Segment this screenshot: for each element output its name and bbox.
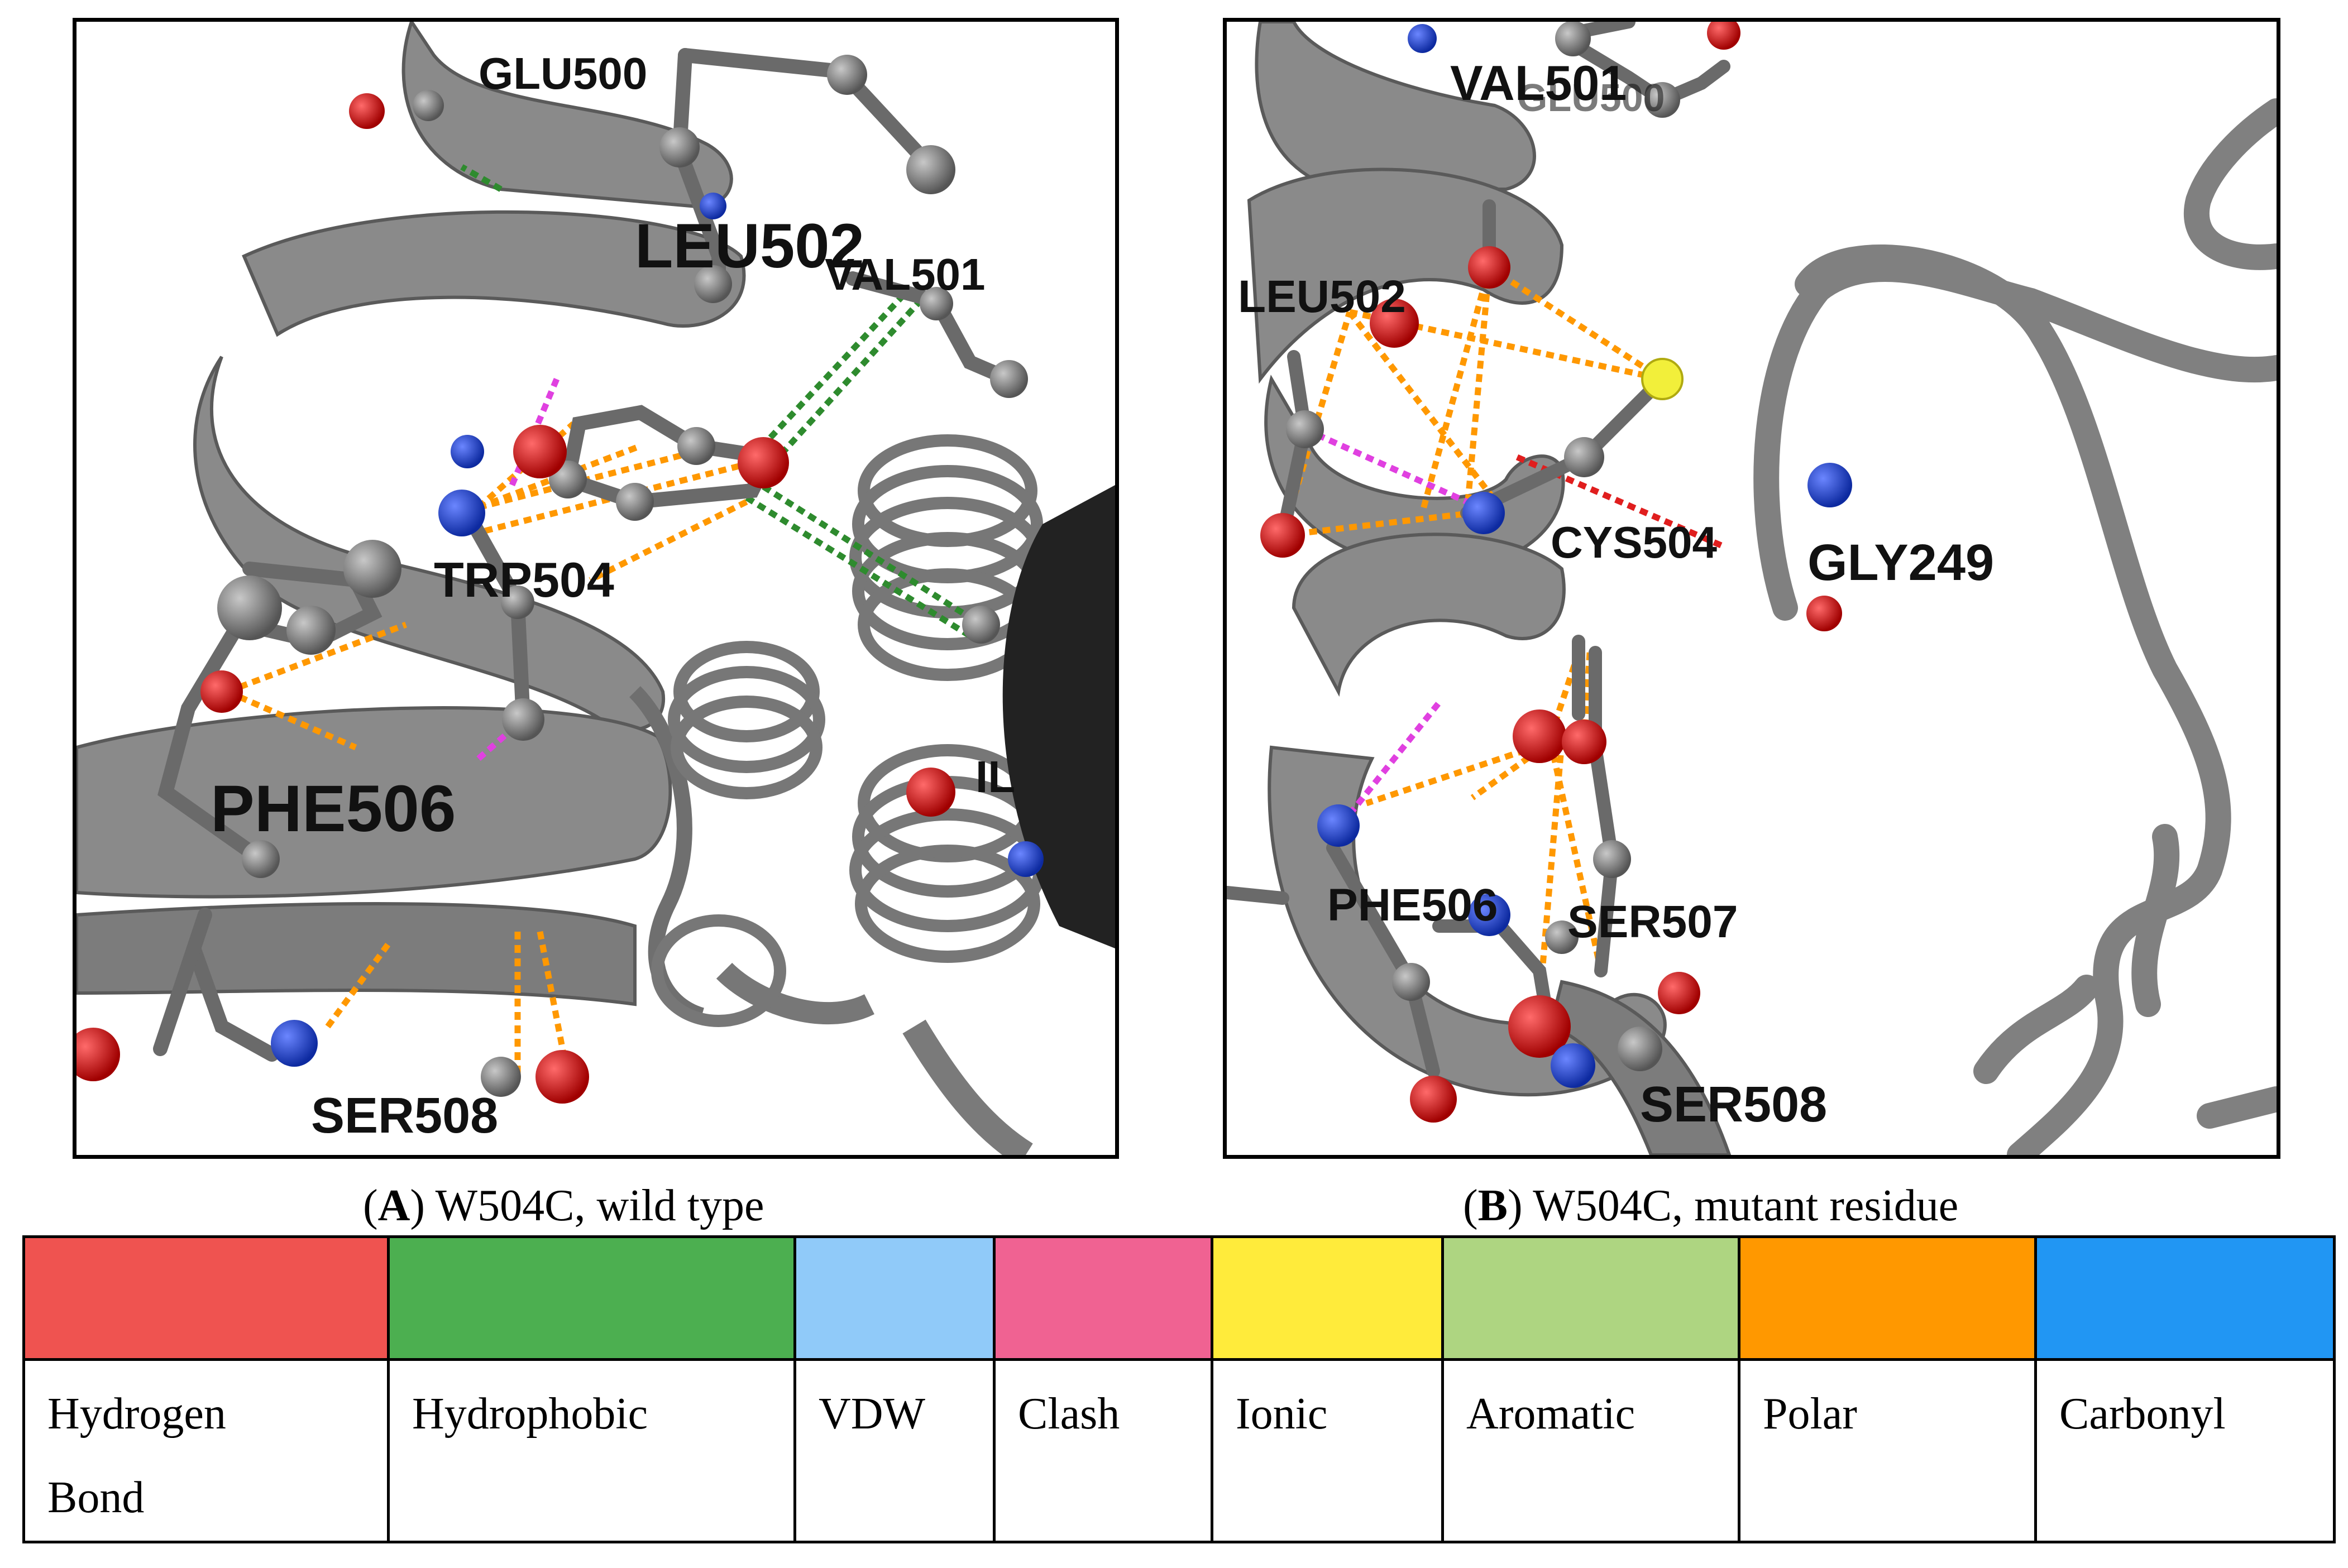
caption-text: W504C, mutant residue	[1533, 1181, 1959, 1230]
caption-letter: B	[1477, 1181, 1508, 1230]
residue-label: TRP504	[434, 552, 614, 607]
helix-coils	[651, 434, 1046, 1027]
protein-ribbon	[1247, 22, 1732, 1155]
residue-labels: GLU500 LEU502 VAL501 TRP504 PHE506 SER50…	[211, 49, 1015, 1144]
legend-label-ionic: Ionic	[1211, 1358, 1444, 1543]
legend-swatch-aromatic	[1441, 1235, 1740, 1361]
legend-label-vdw: VDW	[793, 1358, 996, 1543]
legend-swatch-ionic	[1211, 1235, 1444, 1361]
atoms	[76, 55, 1044, 1104]
protein-ribbon	[76, 22, 1033, 1155]
panel-a-caption: (A) W504C, wild type	[363, 1181, 764, 1230]
legend-label-hydrophobic: Hydrophobic	[387, 1358, 796, 1543]
atoms	[1260, 22, 1852, 1123]
residue-label: SER508	[1640, 1077, 1827, 1133]
caption-letter: A	[377, 1181, 410, 1230]
residue-label: LEU502	[635, 211, 864, 281]
residue-label: LEU502	[1238, 271, 1406, 322]
legend-swatch-vdw	[793, 1235, 996, 1361]
residue-label: GLU500	[1517, 76, 1665, 119]
legend-swatch-polar	[1738, 1235, 2037, 1361]
panel-b-structure-view: VAL501 GLU500 LEU502 CYS504 GLY249 PHE50…	[1227, 22, 2277, 1155]
legend-swatch-hydrophobic	[387, 1235, 796, 1361]
residue-label: PHE506	[1327, 880, 1498, 931]
residue-label: GLY249	[1807, 534, 1994, 591]
residue-label: CYS504	[1551, 517, 1717, 567]
loop-ribbon	[1753, 98, 2277, 1155]
dark-helix-end	[1002, 485, 1115, 948]
legend-label-carbonyl: Carbonyl	[2034, 1358, 2336, 1543]
legend-swatch-row	[22, 1235, 2336, 1361]
panel-b-caption: (B) W504C, mutant residue	[1463, 1181, 1959, 1230]
residue-label: VAL501	[1450, 55, 1627, 111]
legend-swatch-hydrogen-bond	[22, 1235, 390, 1361]
residue-label: PHE506	[211, 772, 456, 846]
residue-label: SER507	[1567, 896, 1738, 947]
residue-label: VAL501	[825, 250, 986, 299]
legend-label-clash: Clash	[993, 1358, 1213, 1543]
legend-swatch-carbonyl	[2034, 1235, 2336, 1361]
residue-label: SER508	[311, 1088, 498, 1144]
panel-b-mutant-residue: VAL501 GLU500 LEU502 CYS504 GLY249 PHE50…	[1223, 18, 2280, 1159]
panel-a-structure-view: GLU500 LEU502 VAL501 TRP504 PHE506 SER50…	[76, 22, 1115, 1155]
panel-a-wild-type: GLU500 LEU502 VAL501 TRP504 PHE506 SER50…	[73, 18, 1119, 1159]
residue-label: IL	[975, 752, 1015, 802]
legend-swatch-clash	[993, 1235, 1213, 1361]
legend-label-aromatic: Aromatic	[1441, 1358, 1740, 1543]
residue-labels: VAL501 GLU500 LEU502 CYS504 GLY249 PHE50…	[1238, 55, 1994, 1133]
caption-text: W504C, wild type	[435, 1181, 764, 1230]
legend-label-polar: Polar	[1738, 1358, 2037, 1543]
residue-label: GLU500	[479, 49, 647, 98]
